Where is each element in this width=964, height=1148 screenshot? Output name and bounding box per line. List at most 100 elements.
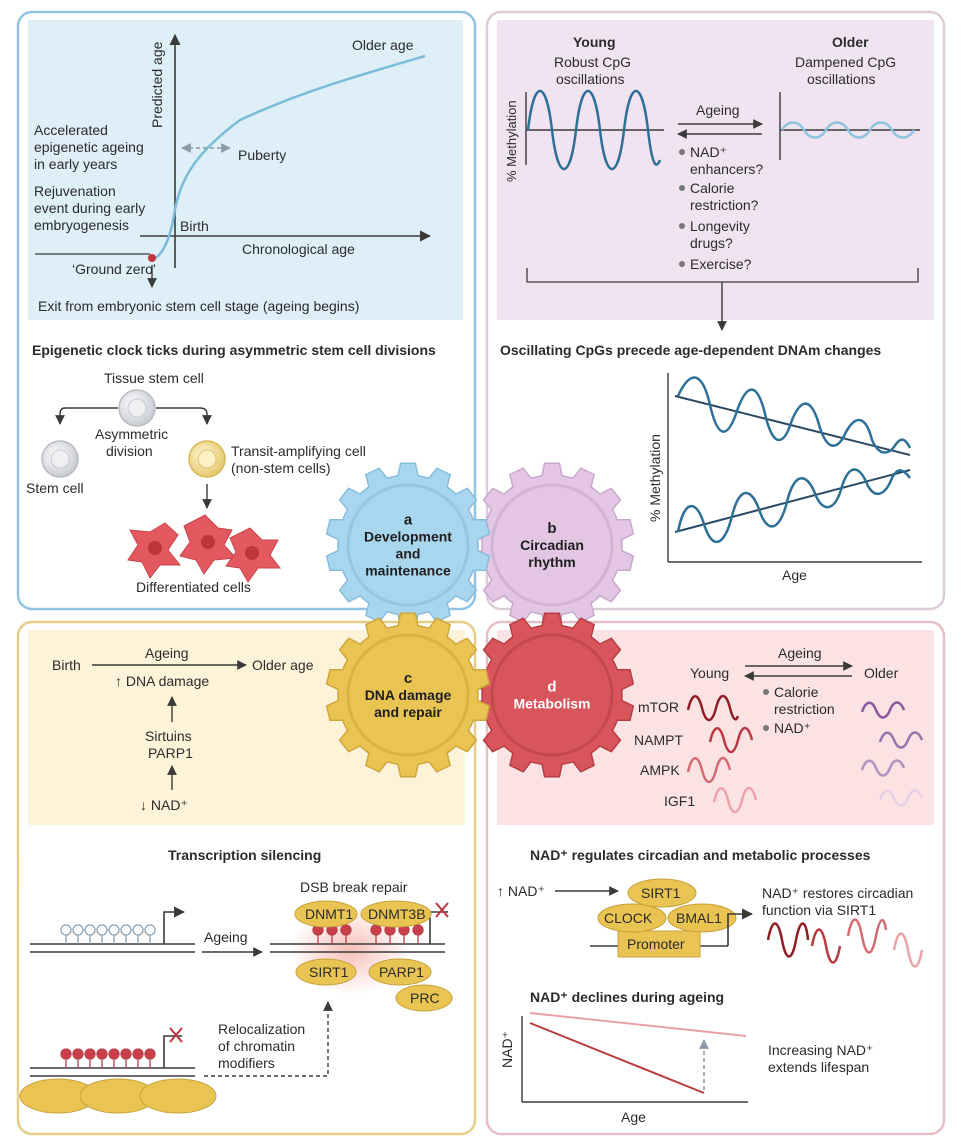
young-sub-2: oscillations [556, 71, 624, 87]
svg-text:restriction?: restriction? [690, 197, 759, 213]
gear-a-label-3: maintenance [365, 563, 451, 579]
panel-a-bg [28, 20, 463, 320]
svg-text:SIRT1: SIRT1 [641, 885, 681, 901]
nad-declines-title: NAD⁺ declines during ageing [530, 989, 724, 1005]
differentiated-label: Differentiated cells [136, 579, 251, 595]
gear-c-label-2: and repair [374, 704, 442, 720]
transit-line-2: (non-stem cells) [231, 460, 331, 476]
nad-restored-line [529, 1012, 747, 1037]
relocal-line-2: of chromatin [218, 1038, 295, 1054]
svg-text:Promoter: Promoter [627, 936, 685, 952]
interventions-list-b: NAD⁺ enhancers? Calorie restriction? Lon… [679, 144, 763, 272]
protein-dnmt3b: DNMT3B [360, 900, 432, 928]
igf1-older-wave [878, 789, 924, 807]
igf1-young-wave [712, 786, 758, 814]
puberty-label: Puberty [238, 147, 286, 163]
older-label-d: Older [864, 665, 899, 681]
increasing-cpg-wave [676, 468, 911, 544]
restores-line-1: NAD⁺ restores circadian [762, 885, 913, 901]
svg-text:BMAL1: BMAL1 [676, 910, 722, 926]
methylation-label-top: % Methylation [504, 100, 519, 182]
svg-text:SIRT1: SIRT1 [309, 964, 349, 980]
interventions-list-d: Calorie restriction NAD⁺ [763, 684, 835, 736]
dna-damage-label: ↑ DNA damage [115, 673, 209, 689]
svg-text:Longevity: Longevity [690, 218, 750, 234]
svg-text:DNMT1: DNMT1 [305, 906, 353, 922]
young-oscillation [526, 90, 662, 170]
svg-text:CLOCK: CLOCK [604, 910, 653, 926]
gear-b-label-1: Circadian [520, 537, 584, 553]
chronological-age-label: Chronological age [242, 241, 355, 257]
decreasing-cpg-wave [676, 376, 912, 454]
protein-sirt1-d: SIRT1 [627, 878, 697, 908]
protein-bmal1: BMAL1 [667, 903, 737, 933]
young-label-d: Young [690, 665, 729, 681]
ageing-label-d: Ageing [778, 645, 822, 661]
nampt-older-wave [878, 731, 924, 749]
svg-text:Calorie: Calorie [774, 684, 819, 700]
young-title: Young [573, 34, 616, 50]
birth-label: Birth [180, 218, 209, 234]
nad-decline-line [529, 1022, 705, 1094]
svg-text:NAD⁺: NAD⁺ [690, 144, 727, 160]
svg-text:Exercise?: Exercise? [690, 256, 752, 272]
stem-cell-label: Stem cell [26, 480, 84, 496]
accelerated-line-3: in early years [34, 156, 117, 172]
mtor-older-wave [860, 701, 906, 719]
ground-zero-dot [148, 254, 156, 262]
increasing-line-1: Increasing NAD⁺ [768, 1042, 873, 1058]
protein-sirt1: SIRT1 [295, 958, 357, 986]
gene-ampk: AMPK [640, 762, 680, 778]
relocal-line-3: modifiers [218, 1055, 275, 1071]
protein-parp1: PARP1 [368, 958, 432, 986]
ageing-label-c: Ageing [145, 645, 189, 661]
protein-clock: CLOCK [597, 903, 667, 933]
oscillating-title: Oscillating CpGs precede age-dependent D… [500, 342, 881, 358]
ageing-label-c2: Ageing [204, 929, 248, 945]
gear-c-letter: c [404, 670, 412, 687]
svg-text:PRC: PRC [410, 990, 440, 1006]
restored-wave-2 [810, 928, 842, 964]
sirtuins-label: Sirtuins [145, 728, 192, 744]
accelerated-line-2: epigenetic ageing [34, 139, 144, 155]
transcription-silencing-title: Transcription silencing [168, 847, 321, 863]
unmethylated-dna [30, 906, 195, 953]
restored-wave-1 [766, 922, 810, 958]
ground-zero-label: ‘Ground zero’ [72, 261, 156, 277]
asymmetric-line-1: Asymmetric [95, 426, 168, 442]
svg-text:PARP1: PARP1 [379, 964, 424, 980]
gear-a-letter: a [404, 512, 413, 529]
parp1-label: PARP1 [148, 745, 193, 761]
older-title: Older [832, 34, 869, 50]
young-sub-1: Robust CpG [554, 54, 631, 70]
gene-nampt: NAMPT [634, 732, 683, 748]
predicted-age-label: Predicted age [149, 41, 165, 128]
gear-d-label-1: Metabolism [513, 696, 590, 712]
methylation-label-bottom: % Methylation [647, 434, 663, 522]
transit-line-1: Transit-amplifying cell [231, 443, 366, 459]
promoter-box: Promoter [617, 930, 701, 958]
older-age-label: Older age [352, 37, 414, 53]
exit-label: Exit from embryonic stem cell stage (age… [38, 298, 359, 314]
mtor-young-wave [686, 694, 740, 722]
birth-label-c: Birth [52, 657, 81, 673]
age-label-b: Age [782, 567, 807, 583]
tissue-stem-cell-label: Tissue stem cell [104, 370, 204, 386]
accelerated-line-1: Accelerated [34, 122, 108, 138]
svg-text:Calorie: Calorie [690, 180, 735, 196]
age-xlabel-d: Age [621, 1109, 646, 1125]
nad-up-label: ↑ NAD⁺ [497, 883, 545, 899]
ageing-label-b: Ageing [696, 102, 740, 118]
gear-a-label-2: and [396, 546, 421, 562]
ampk-young-wave [686, 756, 732, 784]
gene-igf1: IGF1 [664, 793, 695, 809]
gear-d-letter: d [547, 679, 556, 696]
rejuvenation-line-1: Rejuvenation [34, 183, 116, 199]
older-age-label-c: Older age [252, 657, 314, 673]
nad-regulates-title: NAD⁺ regulates circadian and metabolic p… [530, 847, 871, 863]
svg-text:restriction: restriction [774, 701, 835, 717]
